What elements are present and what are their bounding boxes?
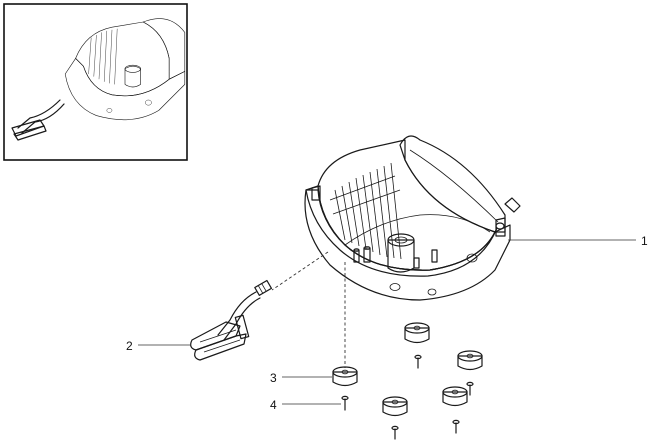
main-housing [304,135,521,301]
center-boss [387,233,415,273]
inset-housing [64,18,186,121]
rubber-foot [382,396,408,417]
screw [466,381,474,396]
screw [391,425,399,440]
cable-harness [190,251,329,361]
rubber-foot [457,350,483,371]
callout-2: 2 [126,339,190,353]
callout-number-1: 1 [641,234,648,248]
callout-number-2: 2 [126,339,133,353]
callout-number-4: 4 [270,398,277,412]
callout-1: 1 [508,234,648,248]
inset-assembled-view [3,3,188,161]
rubber-foot [404,322,430,344]
housing-ribs [329,162,402,260]
housing-side-panel [399,135,506,233]
mount-hole [427,288,437,296]
screw [341,395,349,411]
callout-number-3: 3 [270,371,277,385]
screw [414,354,422,369]
housing-posts [311,185,521,237]
housing-inner-wall [317,139,496,271]
mount-hole [389,283,401,291]
callout-3: 3 [270,371,332,385]
inset-cable [11,99,65,141]
housing-pins [353,245,438,269]
mount-hole [466,253,478,263]
rubber-foot [442,386,468,407]
callout-4: 4 [270,398,341,412]
screw [452,419,460,434]
inset-frame [3,3,188,161]
rubber-foot [332,366,358,387]
